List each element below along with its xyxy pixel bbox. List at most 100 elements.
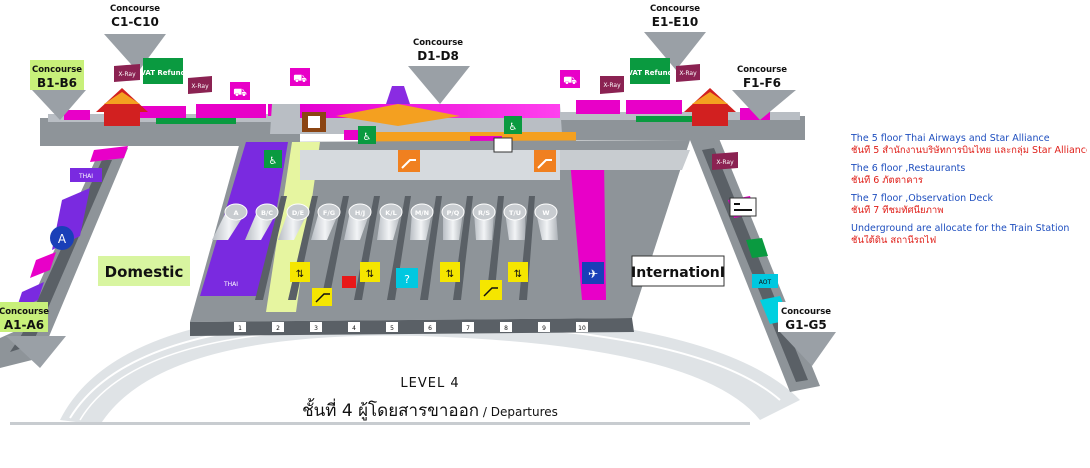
curbside-doors: 1 2 3 4 5 6 7 8 9 10 xyxy=(234,322,588,332)
baggage-belt xyxy=(420,196,442,300)
check-in-row[interactable]: B/C xyxy=(245,196,287,300)
escalator-icon xyxy=(534,150,556,172)
first-aid-icon xyxy=(342,276,356,288)
thai-sign-a: THAI xyxy=(78,173,93,180)
xray-sign-e2: X-Ray xyxy=(679,70,697,77)
legend-floor-th: ชั้นที่ 7 ที่ชมทัศนียภาพ xyxy=(851,205,944,216)
svg-text:⇅: ⇅ xyxy=(296,269,304,280)
check-in-row[interactable]: F/G xyxy=(311,196,349,300)
elevator-icon: ⇅ xyxy=(440,262,460,282)
svg-text:♿: ♿ xyxy=(509,122,518,133)
thai-sign-a-bg xyxy=(70,168,102,182)
svg-text:⇅: ⇅ xyxy=(446,269,454,280)
restroom-icon: ♿ xyxy=(264,150,282,168)
concourse-c-range[interactable]: C1-C10 xyxy=(111,15,159,29)
check-in-row[interactable]: M/N xyxy=(410,196,442,300)
escalator-icon xyxy=(480,280,502,300)
check-in-row-marker xyxy=(534,203,558,221)
door-number[interactable]: 9 xyxy=(542,325,546,332)
door-marker xyxy=(234,322,246,332)
door-marker xyxy=(462,322,474,332)
elevator-icon: ⇅ xyxy=(508,262,528,282)
check-in-row-label: D/E xyxy=(292,209,304,217)
svg-text:✈: ✈ xyxy=(588,267,598,281)
svg-text:⇅: ⇅ xyxy=(514,269,522,280)
title-separator: / xyxy=(479,405,491,419)
floor-legend: The 5 floor Thai Airways and Star Allian… xyxy=(851,133,1087,253)
svg-text:♿: ♿ xyxy=(269,156,278,167)
concourse-b-title: Concourse xyxy=(32,65,82,75)
concourse-g-range[interactable]: G1-G5 xyxy=(785,318,826,332)
door-number[interactable]: 4 xyxy=(352,325,356,332)
check-in-row-marker xyxy=(379,203,403,221)
door-marker xyxy=(310,322,322,332)
check-in-row[interactable]: W xyxy=(534,203,558,240)
concourse-d-title: Concourse xyxy=(413,38,463,48)
luggage-icon xyxy=(302,112,326,132)
xray-sign-e: X-Ray xyxy=(603,82,621,89)
svg-text:⛟: ⛟ xyxy=(563,74,577,87)
xray-sign-g: X-Ray xyxy=(716,159,734,166)
departure-hall xyxy=(190,140,690,336)
xray-sign-c2: X-Ray xyxy=(191,83,209,90)
thai-sign-domestic: THAI xyxy=(223,281,238,288)
door-number[interactable]: 1 xyxy=(238,325,242,332)
concourse-a-title: Concourse xyxy=(0,307,49,317)
concourse-d-range[interactable]: D1-D8 xyxy=(417,49,459,63)
legend-floor-th: ชั้นใต้ดิน สถานีรถไฟ xyxy=(851,235,937,246)
check-in-row-marker xyxy=(348,203,372,221)
garuda-ornament-icon xyxy=(336,86,460,126)
baggage-belt xyxy=(255,196,287,300)
svg-text:?: ? xyxy=(404,273,410,286)
door-marker xyxy=(576,322,588,332)
aot-sign-bg xyxy=(752,274,778,288)
check-in-row-marker xyxy=(503,203,527,221)
door-number[interactable]: 7 xyxy=(466,325,470,332)
door-number[interactable]: 10 xyxy=(578,325,586,332)
domestic-zone-label[interactable]: Domestic xyxy=(105,263,184,281)
international-zone-label[interactable]: InternationI xyxy=(631,265,725,281)
check-in-row-label: H/J xyxy=(355,209,365,217)
concourse-e-title: Concourse xyxy=(650,4,700,14)
svg-text:⛟: ⛟ xyxy=(233,86,247,99)
door-marker xyxy=(500,322,512,332)
vat-refund-right[interactable]: VAT Refund xyxy=(627,69,672,77)
concourse-g-title: Concourse xyxy=(781,307,831,317)
check-in-row-label: R/S xyxy=(478,209,490,217)
check-in-row[interactable]: R/S xyxy=(472,196,504,300)
luggage-icon xyxy=(493,137,513,153)
door-number[interactable]: 3 xyxy=(314,325,318,332)
door-number[interactable]: 5 xyxy=(390,325,394,332)
elevator-icon: ⇅ xyxy=(290,262,310,282)
legend-floor-en: The 6 floor ,Restaurants xyxy=(851,163,966,174)
check-in-row-marker xyxy=(441,203,465,221)
vat-refund-right-bg xyxy=(630,58,670,84)
concourse-callouts: Concourse A1-A6 Concourse B1-B6 Concours… xyxy=(0,4,836,368)
check-in-row-marker xyxy=(255,203,279,221)
baggage-belt xyxy=(321,196,349,300)
check-in-row[interactable]: A xyxy=(212,203,248,240)
door-number[interactable]: 6 xyxy=(428,325,432,332)
door-number[interactable]: 8 xyxy=(504,325,508,332)
restroom-icon: ♿ xyxy=(358,126,376,144)
check-in-row-marker xyxy=(286,203,310,221)
baggage-belt xyxy=(486,196,504,300)
vat-refund-left[interactable]: VAT Refund xyxy=(140,69,185,77)
legend-floor-en: The 7 floor ,Observation Deck xyxy=(851,193,994,204)
concourse-e-range[interactable]: E1-E10 xyxy=(652,15,698,29)
check-in-row[interactable]: P/Q xyxy=(441,196,473,300)
service-signs: X-Ray X-Ray VAT Refund X-Ray VAT Refund … xyxy=(70,58,778,290)
hotel-bed-icon xyxy=(729,197,757,217)
concourse-b-range[interactable]: B1-B6 xyxy=(37,76,77,90)
level-label: LEVEL 4 xyxy=(400,376,460,391)
airplane-icon: ✈ xyxy=(582,262,604,284)
concourse-f-range[interactable]: F1-F6 xyxy=(743,76,781,90)
door-number[interactable]: 2 xyxy=(276,325,280,332)
check-in-row-marker xyxy=(224,203,248,221)
check-in-row-label: B/C xyxy=(261,209,273,217)
check-in-row-label: W xyxy=(542,209,549,217)
airport-link-icon: A xyxy=(50,226,74,250)
domestic-zone-bg xyxy=(98,256,190,286)
check-in-row[interactable]: K/L xyxy=(377,196,411,300)
concourse-a-range[interactable]: A1-A6 xyxy=(4,318,44,332)
